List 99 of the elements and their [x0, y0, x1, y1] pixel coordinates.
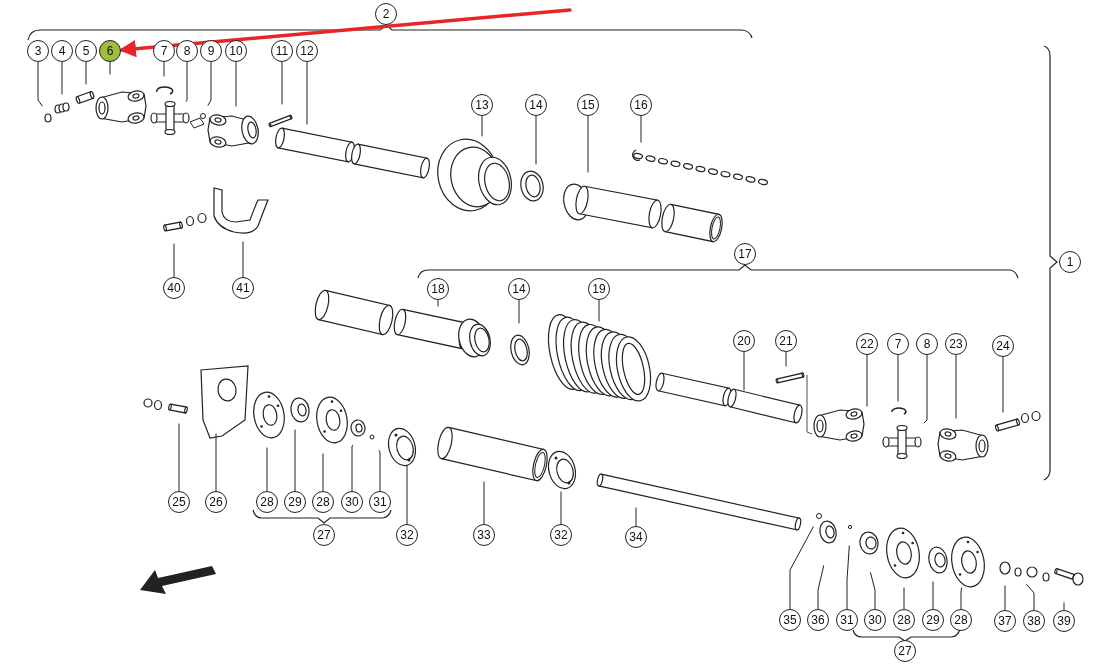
- leader-line: [932, 581, 934, 610]
- leader-line: [960, 587, 963, 610]
- callout-number: 4: [51, 40, 73, 62]
- leader-line: [846, 545, 850, 610]
- leader-line: [185, 61, 188, 102]
- leader-line: [785, 351, 787, 367]
- leader-line: [1002, 356, 1004, 413]
- callout-number: 9: [200, 40, 222, 62]
- callout-number: 29: [922, 609, 944, 631]
- leader-line: [789, 526, 814, 610]
- leader-line: [535, 115, 537, 165]
- callout-number: 38: [1023, 610, 1045, 632]
- leader-line: [109, 61, 111, 75]
- leader-line: [281, 61, 283, 105]
- callout-number: 39: [1053, 610, 1075, 632]
- leader-line: [897, 354, 899, 402]
- callout-number: 10: [225, 40, 247, 62]
- callout-number: 8: [176, 40, 198, 62]
- leader-line: [163, 61, 165, 77]
- callout-number: 20: [733, 330, 755, 352]
- leader-line: [215, 433, 217, 492]
- leader-line: [406, 465, 408, 525]
- callout-number: 30: [864, 609, 886, 631]
- callout-number: 27: [894, 640, 916, 662]
- callout-number: 15: [577, 94, 599, 116]
- callout-number: 27: [313, 524, 335, 546]
- leader-line: [903, 587, 905, 610]
- leader-line: [306, 61, 308, 125]
- callout-number: 7: [153, 40, 175, 62]
- leader-line: [743, 351, 745, 391]
- leader-line: [85, 61, 87, 85]
- callout-number: 22: [856, 333, 878, 355]
- callout-number: 28: [312, 491, 334, 513]
- callout-number: 21: [775, 330, 797, 352]
- leader-line: [635, 507, 637, 527]
- leader-line: [870, 572, 876, 610]
- leader-line: [1004, 585, 1006, 611]
- callout-number: 14: [525, 94, 547, 116]
- callout-number: 30: [341, 491, 363, 513]
- leader-line: [640, 115, 642, 143]
- callout-number: 23: [945, 333, 967, 355]
- callout-number: 18: [427, 278, 449, 300]
- leader-line: [61, 61, 63, 95]
- leader-line: [173, 243, 175, 278]
- callout-number: 25: [168, 491, 190, 513]
- callout-number: 28: [950, 609, 972, 631]
- leader-line: [242, 241, 244, 278]
- leader-line: [378, 450, 381, 492]
- leader-line: [266, 447, 268, 492]
- leader-line: [37, 61, 43, 107]
- leader-line: [866, 354, 868, 407]
- callout-number: 19: [588, 278, 610, 300]
- callout-number: 7: [887, 333, 909, 355]
- leader-line: [437, 299, 439, 307]
- leader-line: [923, 354, 928, 424]
- callout-number: 2: [375, 3, 397, 25]
- leader-line: [351, 444, 354, 492]
- callout-number: 34: [625, 526, 647, 548]
- callout-number: 26: [205, 491, 227, 513]
- leader-line: [207, 61, 212, 106]
- callout-number: 3: [27, 40, 49, 62]
- leader-line: [598, 299, 600, 322]
- callout-number: 29: [284, 491, 306, 513]
- leader-line: [481, 115, 483, 137]
- callout-number: 6: [99, 40, 121, 62]
- callout-number: 32: [550, 524, 572, 546]
- leader-line: [955, 354, 957, 419]
- callout-number: 40: [163, 277, 185, 299]
- leader-line: [483, 481, 485, 525]
- callout-number: 31: [369, 491, 391, 513]
- callout-number: 1: [1059, 251, 1081, 273]
- callout-number: 32: [396, 524, 418, 546]
- callout-number: 41: [232, 277, 254, 299]
- leader-line: [178, 423, 180, 492]
- leader-line: [1026, 584, 1035, 611]
- callout-number: 11: [271, 40, 293, 62]
- leader-line: [560, 491, 562, 525]
- callout-number: 12: [296, 40, 318, 62]
- leader-line: [587, 115, 589, 173]
- callout-number: 14: [508, 278, 530, 300]
- callout-number: 16: [630, 94, 652, 116]
- callout-number: 31: [836, 609, 858, 631]
- leader-line: [235, 61, 237, 107]
- callout-number: 17: [734, 243, 756, 265]
- callout-number: 28: [256, 491, 278, 513]
- leader-line: [322, 453, 324, 492]
- callout-number: 24: [992, 335, 1014, 357]
- leader-line: [1063, 602, 1065, 611]
- callout-number: 13: [471, 94, 493, 116]
- callout-number: 33: [473, 524, 495, 546]
- callout-number: 8: [916, 333, 938, 355]
- leader-line: [294, 429, 296, 492]
- callout-number: 28: [893, 609, 915, 631]
- callout-number: 36: [807, 609, 829, 631]
- callout-number: 35: [779, 609, 801, 631]
- callout-number: 37: [994, 610, 1016, 632]
- callout-number: 5: [75, 40, 97, 62]
- leader-line: [518, 299, 520, 324]
- leader-line: [817, 565, 825, 610]
